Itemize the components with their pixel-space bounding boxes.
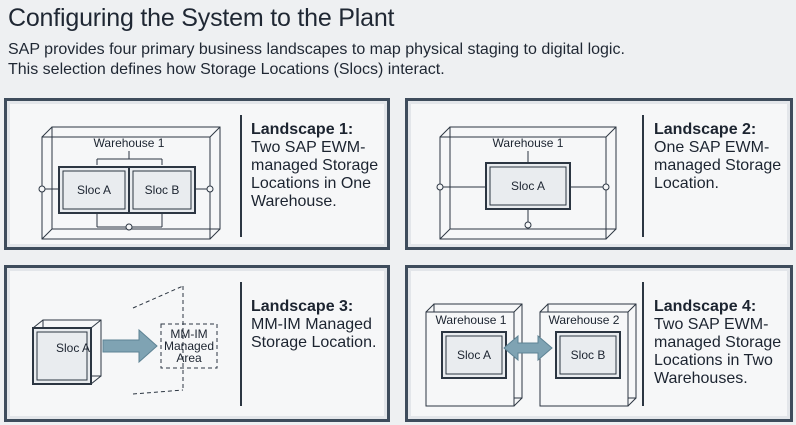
landscape-4-panel: Warehouse 1 Sloc A Warehouse 2 Sloc B La… — [405, 265, 793, 422]
landscape-1-line-1: Two SAP EWM- — [251, 139, 366, 156]
landscape-3-line-2: Storage Location. — [251, 334, 377, 351]
landscape-2-line-2: managed Storage — [654, 157, 782, 174]
landscape-1-line-3: Locations in One — [251, 175, 372, 192]
landscape-2-warehouse-label: Warehouse 1 — [493, 136, 564, 150]
landscape-2-panel: Warehouse 1 Sloc A Landscape 2: One SAP … — [405, 98, 793, 250]
landscape-4-warehouse-1: Warehouse 1 Sloc A — [425, 303, 523, 407]
landscape-4-line-1: Two SAP EWM- — [654, 316, 769, 333]
landscape-3-text: Landscape 3: MM-IM Managed Storage Locat… — [251, 298, 391, 352]
landscape-1-sloc-a-box: Sloc A — [58, 166, 130, 214]
landscape-1-line-2: managed Storage — [251, 157, 379, 174]
landscape-4-text: Landscape 4: Two SAP EWM- managed Storag… — [654, 298, 790, 388]
landscape-1-line-4: Warehouse. — [251, 193, 337, 210]
landscape-4-line-2: managed Storage — [654, 334, 782, 351]
landscape-1-sloc-b-label: Sloc B — [145, 183, 180, 197]
page-title: Configuring the System to the Plant — [8, 4, 395, 32]
landscape-4-line-3: Locations in Two — [654, 352, 773, 369]
landscape-2-sloc-a-label: Sloc A — [511, 179, 545, 193]
landscape-4-warehouse-2: Warehouse 2 Sloc B — [539, 303, 637, 407]
landscape-1-sloc-a-label: Sloc A — [77, 183, 111, 197]
landscape-4-sloc-b-label: Sloc B — [571, 348, 606, 362]
page-subtitle: SAP provides four primary business lands… — [8, 40, 788, 80]
landscape-4-double-arrow — [503, 334, 553, 362]
landscape-3-arrow — [102, 328, 158, 364]
landscape-3-mm-line-2: Managed — [164, 339, 214, 353]
landscape-2-diagram: Warehouse 1 Sloc A — [436, 126, 617, 240]
landscape-1-divider — [240, 115, 242, 237]
landscape-3-divider — [240, 282, 242, 406]
landscape-3-sloc-a-label: Sloc A — [56, 341, 90, 355]
landscape-1-heading: Landscape 1: — [251, 121, 354, 138]
landscape-4-sloc-a-label: Sloc A — [457, 348, 491, 362]
landscape-3-line-1: MM-IM Managed — [251, 316, 372, 333]
landscape-1-warehouse-label: Warehouse 1 — [94, 136, 165, 150]
landscape-3-mm-line-3: Area — [176, 351, 202, 365]
landscape-4-heading: Landscape 4: — [654, 298, 757, 315]
landscape-1-diagram: Warehouse 1 Sloc A Sloc B — [38, 126, 221, 240]
landscape-2-text: Landscape 2: One SAP EWM- managed Storag… — [654, 121, 790, 193]
landscape-3-sloc-a-box: Sloc A — [32, 319, 102, 385]
subtitle-line-1: SAP provides four primary business lands… — [8, 41, 625, 58]
landscape-4-warehouse-1-label: Warehouse 1 — [436, 313, 507, 327]
landscape-2-sloc-a-box: Sloc A — [485, 162, 571, 210]
landscape-1-panel: Warehouse 1 Sloc A Sloc B Landscape 1: T… — [4, 98, 390, 250]
landscape-4-warehouse-2-label: Warehouse 2 — [549, 313, 620, 327]
landscape-2-divider — [642, 115, 644, 237]
landscape-4-line-4: Warehouses. — [654, 370, 748, 387]
subtitle-line-2: This selection defines how Storage Locat… — [8, 61, 445, 78]
landscape-1-text: Landscape 1: Two SAP EWM- managed Storag… — [251, 121, 391, 211]
landscape-2-line-3: Location. — [654, 175, 719, 192]
landscape-3-diagram: Sloc A MM-IM Managed Area — [32, 285, 218, 395]
landscape-3-mm-line-1: MM-IM — [170, 327, 207, 341]
landscape-3-heading: Landscape 3: — [251, 298, 354, 315]
landscape-4-divider — [642, 282, 644, 406]
landscape-2-heading: Landscape 2: — [654, 121, 757, 138]
landscape-4-diagram: Warehouse 1 Sloc A Warehouse 2 Sloc B — [425, 303, 637, 407]
landscape-3-panel: Sloc A MM-IM Managed Area Landscape 3: M… — [4, 265, 390, 422]
landscape-2-line-1: One SAP EWM- — [654, 139, 770, 156]
landscape-1-sloc-b-box: Sloc B — [128, 166, 196, 214]
landscape-3-mm-im-area: MM-IM Managed Area — [164, 327, 214, 365]
